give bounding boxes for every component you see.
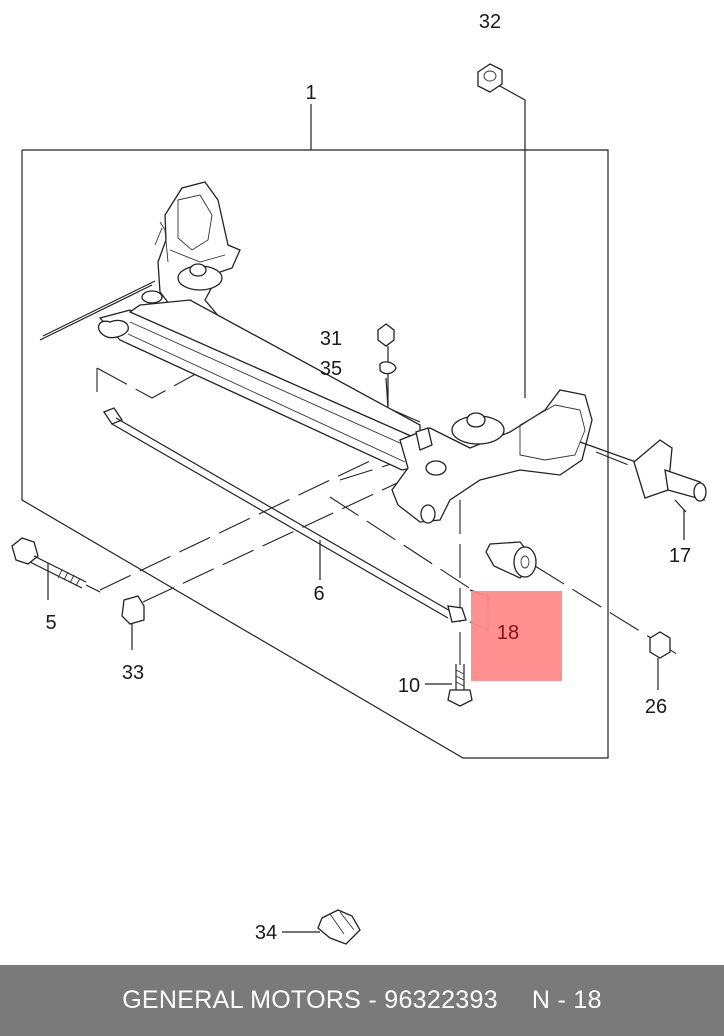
part-number-footer: GENERAL MOTORS - 96322393 N - 18 [0, 965, 724, 1036]
callout-33: 33 [122, 662, 144, 684]
manufacturer-part-number: GENERAL MOTORS - 96322393 [122, 986, 498, 1014]
clip-35-icon [379, 361, 397, 375]
callout-34: 34 [255, 922, 277, 944]
part-highlight [471, 591, 562, 681]
bolt-5-icon [11, 537, 101, 600]
callout-5: 5 [45, 612, 56, 634]
nut-26-icon [649, 631, 671, 690]
callout-31: 31 [320, 328, 342, 350]
nut-32-icon [477, 63, 503, 93]
callout-17: 17 [669, 545, 691, 567]
left-trailing-arm [39, 181, 241, 341]
track-rod [103, 407, 467, 623]
callout-18: 18 [497, 622, 519, 644]
callout-6: 6 [313, 583, 324, 605]
diagram-reference: N - 18 [531, 986, 602, 1014]
callout-35: 35 [320, 358, 342, 380]
clip-33-icon [121, 595, 145, 650]
callout-32: 32 [479, 11, 501, 33]
nut-31-icon [377, 323, 395, 347]
stub-axle [633, 439, 707, 540]
assembly-boundary [21, 149, 609, 759]
right-trailing-arm [391, 389, 637, 524]
callout-1: 1 [305, 82, 316, 104]
axle-beam [97, 299, 452, 471]
callout-10: 10 [398, 675, 420, 697]
callout-26: 26 [645, 696, 667, 718]
bolt-10-icon [425, 664, 473, 707]
clip-34-icon [282, 909, 361, 945]
rear-axle-exploded-diagram: 1 32 31 35 5 6 33 18 10 17 26 34 [11, 11, 707, 945]
